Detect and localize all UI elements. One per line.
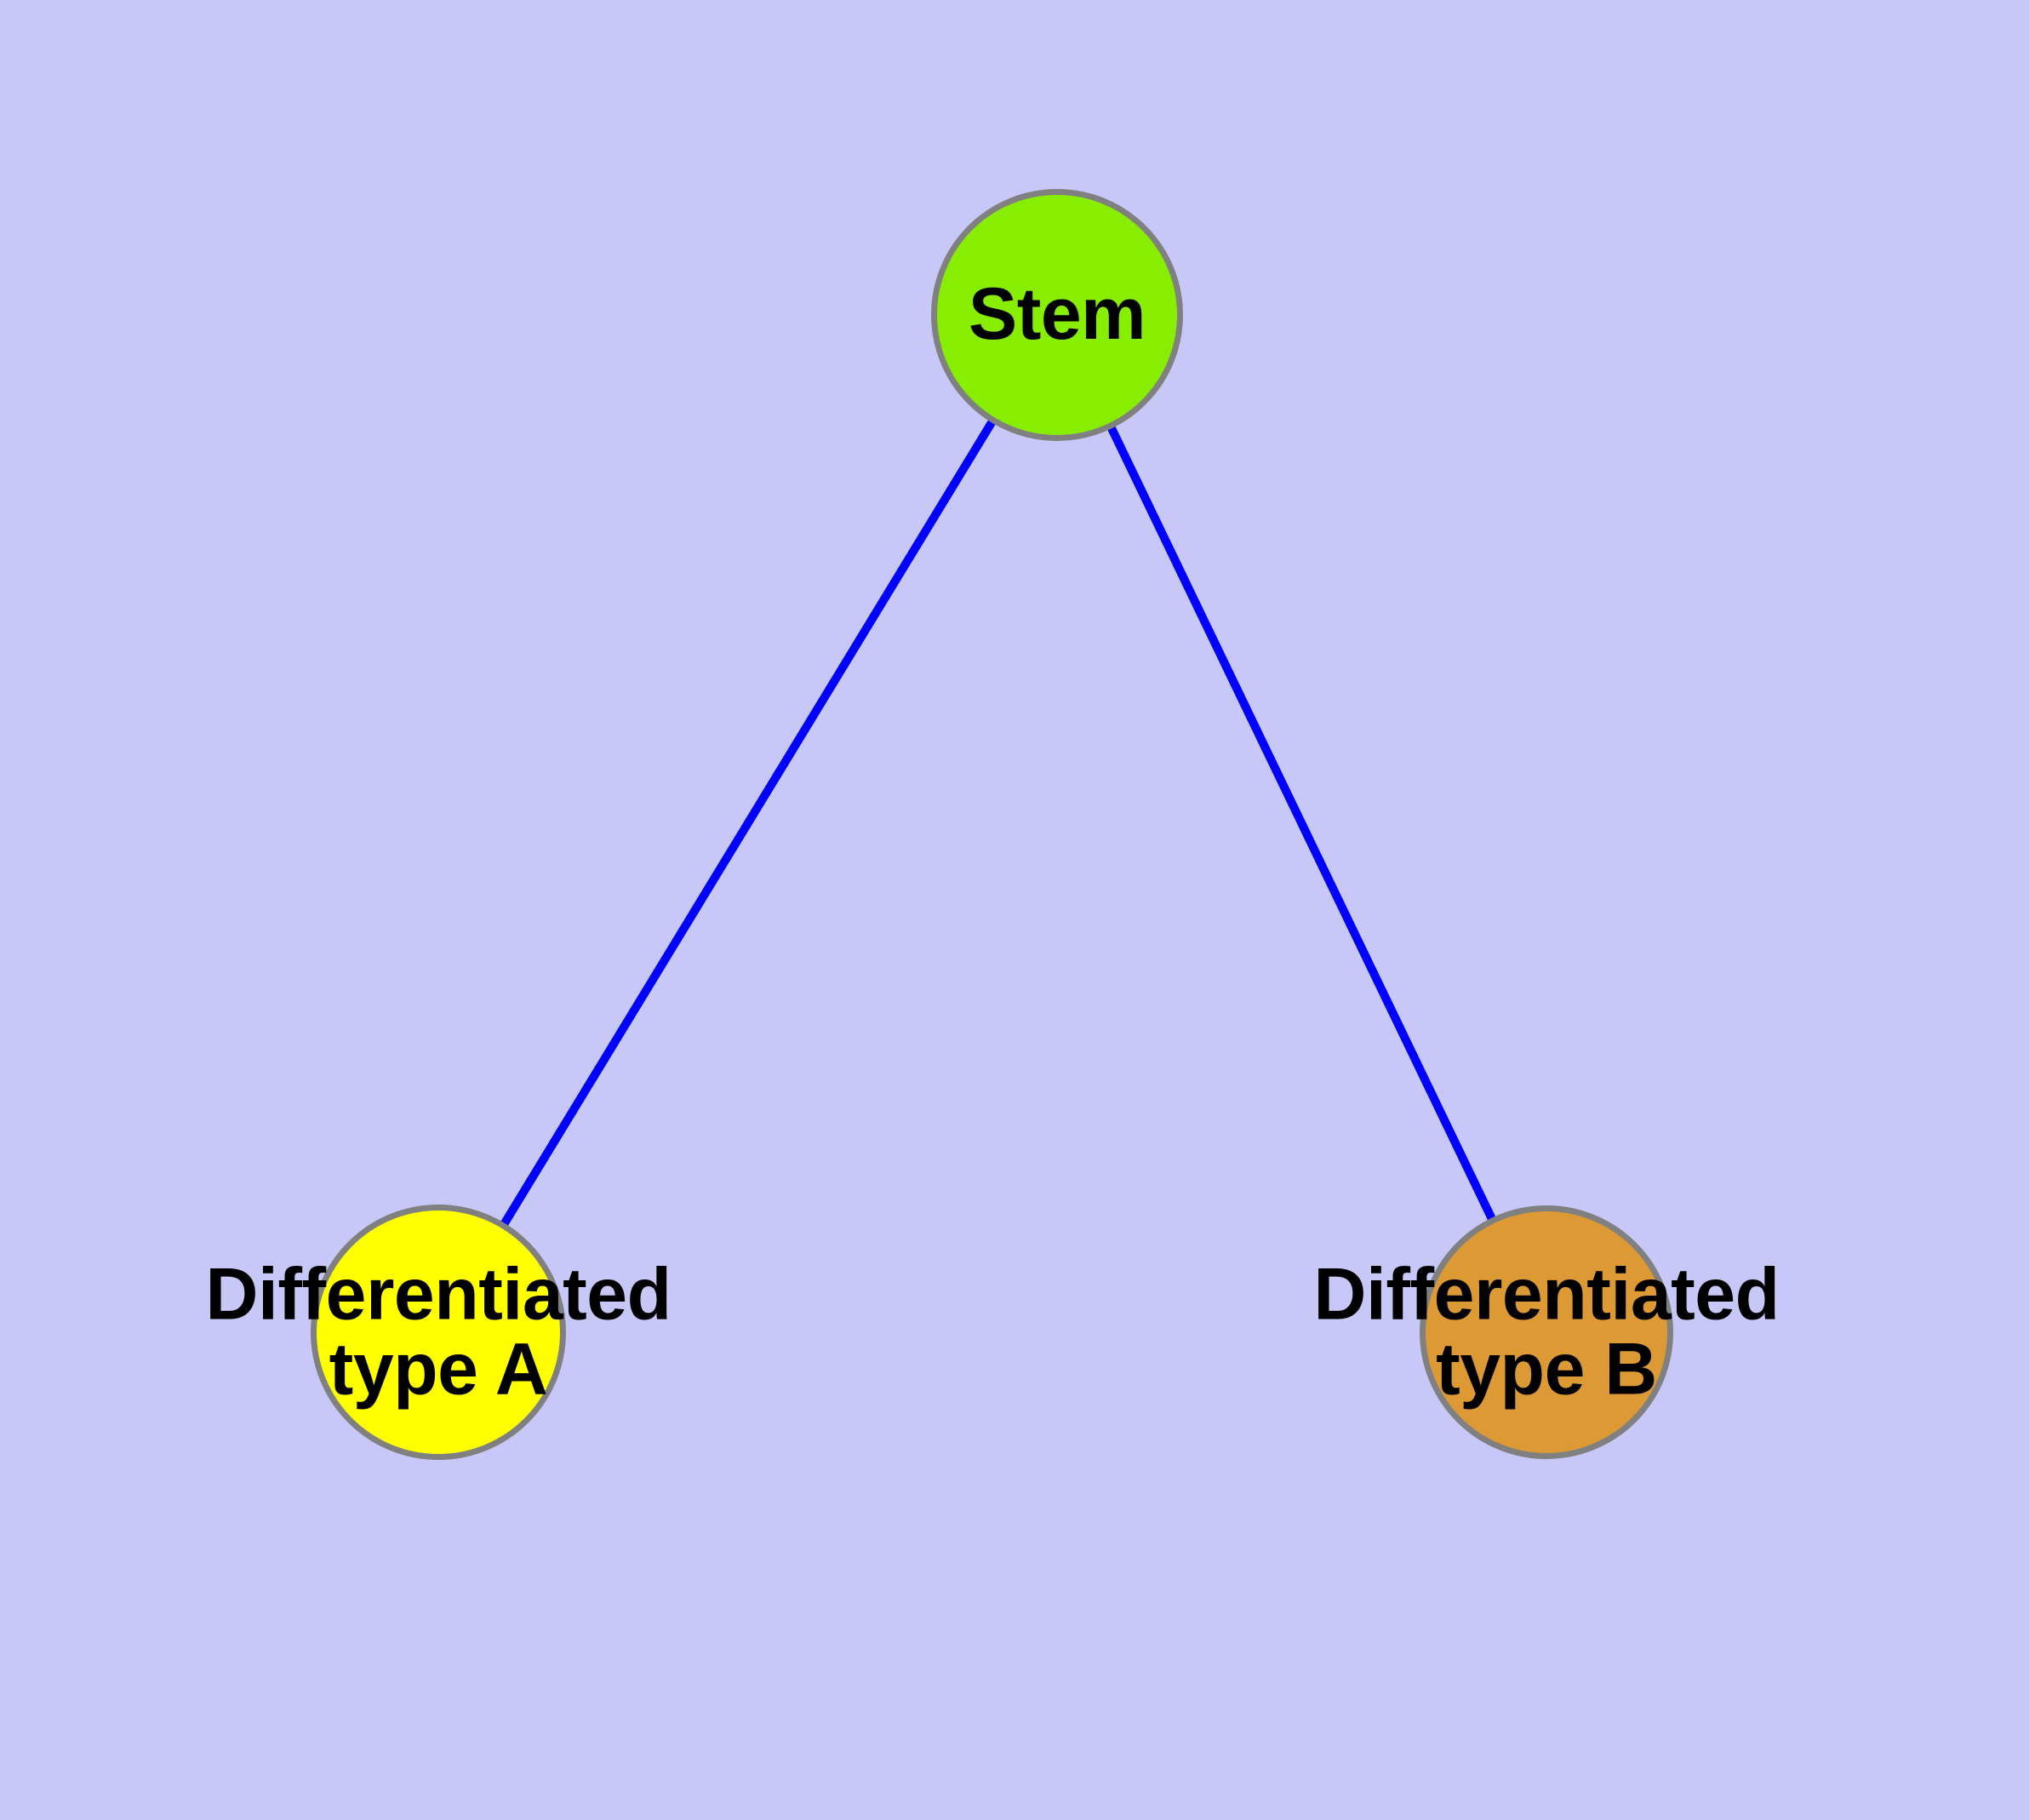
node-stem[interactable] — [931, 189, 1183, 441]
node-label-stem: Stem — [968, 273, 1146, 356]
node-label-stem-line-1: Stem — [968, 273, 1146, 356]
node-differentiated-type-b[interactable] — [1420, 1205, 1673, 1459]
node-differentiated-type-a[interactable] — [311, 1205, 566, 1460]
node-label-diff-a-line-1: Differentiated — [205, 1253, 672, 1336]
node-label-differentiated-type-b: Differentiated type B — [1313, 1253, 1780, 1410]
node-label-diff-a-line-2: type A — [329, 1328, 548, 1410]
node-label-diff-b-line-2: type B — [1436, 1328, 1657, 1410]
edge-stem-to-diff-b[interactable] — [1053, 312, 1551, 1335]
node-label-differentiated-type-a: Differentiated type A — [205, 1253, 672, 1410]
node-label-diff-b-line-1: Differentiated — [1313, 1253, 1780, 1336]
edge-stem-to-diff-a[interactable] — [434, 312, 1061, 1335]
